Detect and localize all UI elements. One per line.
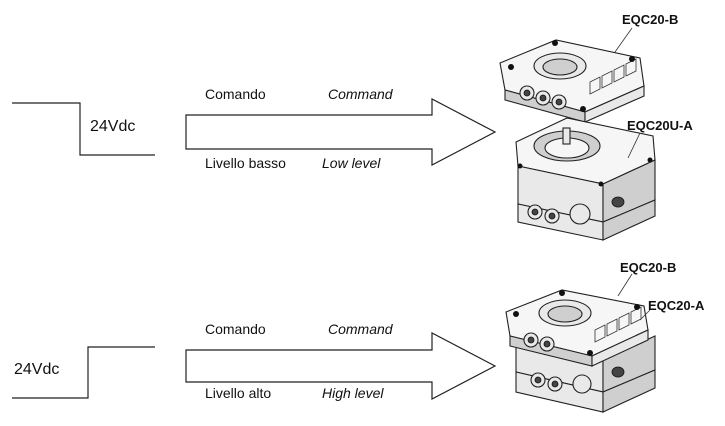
high-level-command-arrow xyxy=(185,332,497,400)
eqc20-a-label: EQC20-A xyxy=(648,298,705,313)
low-level-state-label-en: Low level xyxy=(322,155,381,171)
eqc20u-a-main-body-illustration xyxy=(515,117,656,241)
low-level-signal-line xyxy=(12,102,155,156)
low-level-state-label-it: Livello basso xyxy=(205,155,286,171)
high-level-command-label-it: Comando xyxy=(205,321,266,337)
eqc20-b-label-top: EQC20-B xyxy=(622,12,678,27)
eqc20-coupled-assembly-illustration xyxy=(505,273,656,413)
eqc20-b-label-bottom: EQC20-B xyxy=(620,260,676,275)
high-level-voltage: 24Vdc xyxy=(14,361,59,378)
high-level-state-label-en: High level xyxy=(322,385,384,401)
high-level-command-label-en: Command xyxy=(328,321,394,337)
high-level-state-label-it: Livello alto xyxy=(205,385,271,401)
high-level-section: 24Vdc Comando Command Livello alto High … xyxy=(12,260,705,413)
high-level-signal-line xyxy=(12,346,155,399)
low-level-command-arrow xyxy=(185,98,497,166)
low-level-command-label-it: Comando xyxy=(205,86,266,102)
low-level-voltage: 24Vdc xyxy=(90,118,135,135)
low-level-command-label-en: Command xyxy=(328,86,394,102)
eqc20-b-tool-plate-illustration xyxy=(499,27,645,123)
eqc20u-a-label: EQC20U-A xyxy=(627,118,693,133)
low-level-section: 24Vdc Comando Command Livello basso Low … xyxy=(12,12,693,241)
